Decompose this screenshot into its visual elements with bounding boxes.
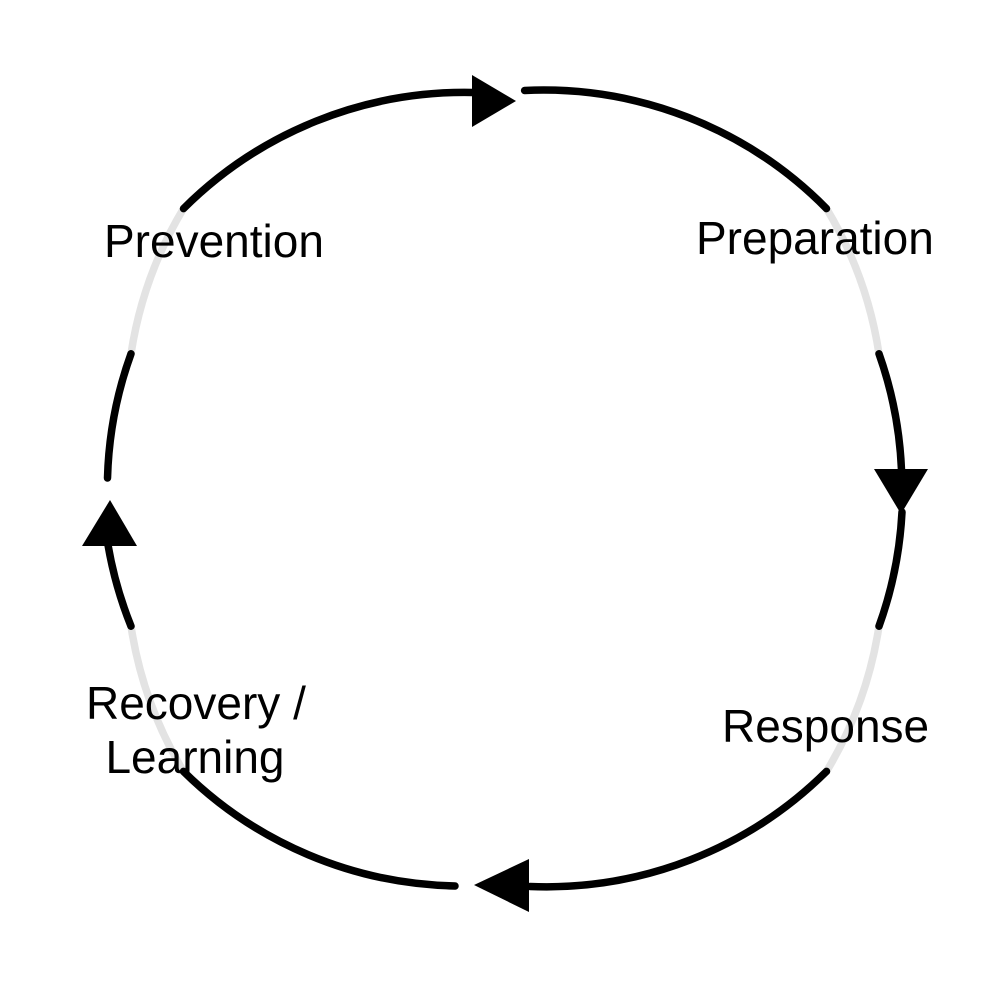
arc-prevention-lower-segment: [103, 350, 135, 482]
phase-label-prevention: Prevention: [104, 215, 324, 267]
arc-response-to-recovery-lower-right: [526, 767, 831, 891]
arrow-top-right-pointing-icon: [472, 75, 516, 127]
arc-recovery-lower-left-stub: [179, 767, 459, 890]
arc-segment-muted-southwest: [127, 622, 188, 776]
arc-prevention-to-preparation-upper-left: [179, 88, 476, 213]
arrow-bottom-left-pointing-icon: [474, 859, 529, 912]
phase-label-response: Response: [722, 700, 930, 752]
phase-label-recovery-line-1: Recovery /: [86, 677, 306, 729]
arc-prevention-to-preparation-upper-right: [520, 86, 831, 213]
arc-segment-muted-northeast: [822, 204, 883, 358]
arc-preparation-to-response-upper: [875, 350, 906, 474]
phase-label-recovery-line-2: Learning: [105, 731, 285, 783]
arc-response-upper-segment: [875, 508, 906, 630]
arrow-left-up-pointing-icon: [82, 500, 137, 546]
phase-label-preparation: Preparation: [696, 212, 934, 264]
arc-segment-muted-southeast: [822, 622, 883, 776]
arc-recovery-to-prevention-lower-left: [104, 541, 135, 630]
arc-segment-muted-northwest: [127, 204, 188, 358]
arrow-right-down-pointing-icon: [874, 469, 928, 514]
phase-label-recovery-learning: Recovery /Learning: [86, 676, 306, 784]
